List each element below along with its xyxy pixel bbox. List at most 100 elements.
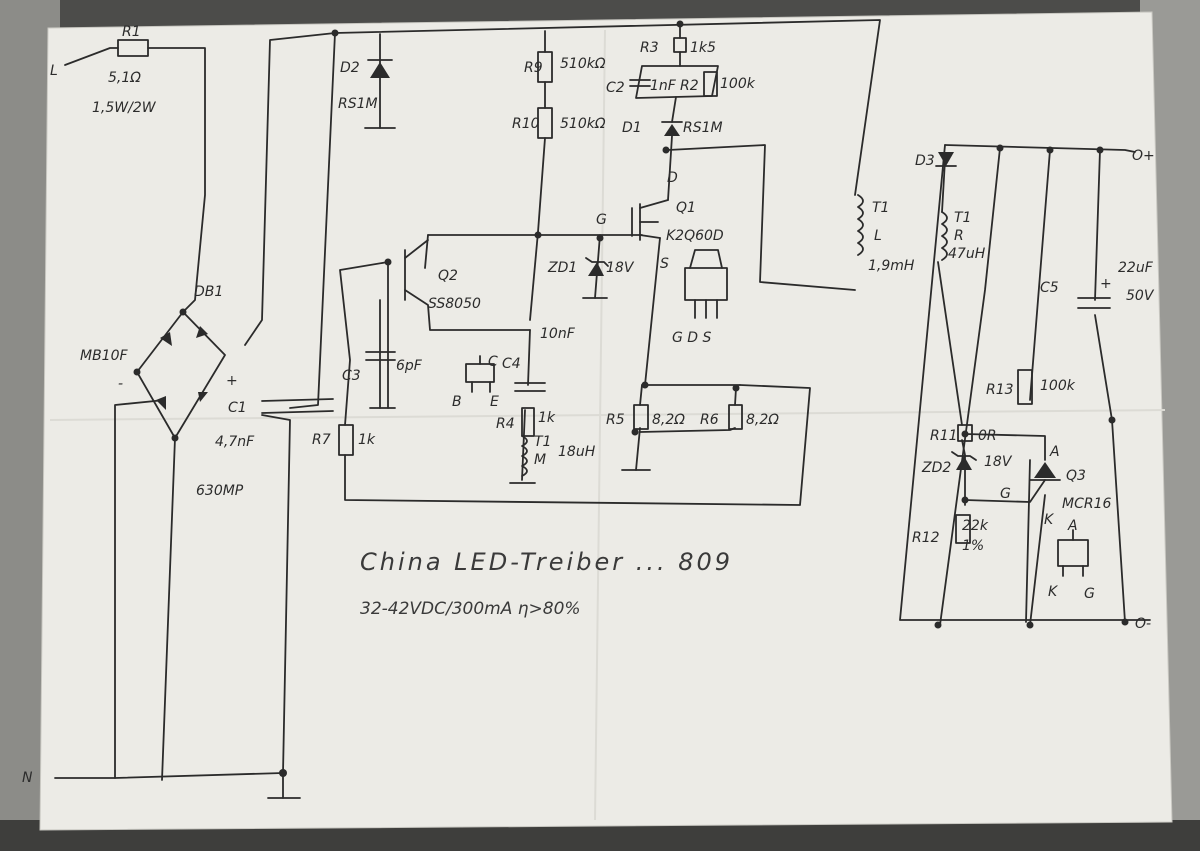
junction-dot	[384, 258, 392, 266]
zd1-value: 18V	[606, 260, 635, 276]
center-wiring	[339, 23, 856, 506]
r7-resistor	[338, 424, 354, 456]
q1-ref: Q1	[676, 200, 696, 216]
r1-resistor	[117, 39, 149, 57]
c2-value: 1nF	[650, 78, 677, 94]
q3-package-pin-a: A	[1067, 518, 1078, 534]
d3-diode	[935, 152, 957, 167]
diagram-specs: 32-42VDC/300mA η>80%	[360, 599, 581, 619]
r2-ref: R2	[680, 78, 699, 94]
r7-ref: R7	[312, 432, 331, 448]
r5-resistor	[633, 404, 649, 430]
c2-capacitor	[629, 79, 651, 87]
paper-fold	[49, 409, 1166, 421]
t1-m-inductor	[521, 435, 528, 477]
q3-thyristor	[1029, 462, 1061, 481]
junction-dot	[1121, 618, 1129, 626]
db1-plus: +	[226, 373, 238, 389]
junction-dot	[996, 144, 1004, 152]
terminal-l-label: L	[50, 63, 58, 79]
t1r-ref: T1	[954, 210, 971, 226]
c2-ref: C2	[606, 80, 625, 96]
q1-pinout: G D S	[672, 330, 712, 346]
r10-resistor	[537, 107, 553, 139]
r13-value: 100k	[1040, 378, 1076, 394]
q3-part: MCR16	[1062, 496, 1111, 512]
r12-ref: R12	[912, 530, 940, 546]
r12-tolerance: 1%	[962, 538, 984, 554]
zd2-zener	[951, 451, 977, 470]
q3-pin-a: A	[1049, 444, 1060, 460]
c1-capacitor	[261, 398, 334, 414]
junction-dot	[961, 430, 969, 438]
r5-ref: R5	[606, 412, 625, 428]
junction-dot	[641, 381, 649, 389]
q2-package	[465, 355, 495, 393]
q2-pin-b: B	[452, 394, 462, 410]
r11-resistor	[957, 424, 973, 442]
r3-value: 1k5	[690, 40, 716, 56]
r9-resistor	[537, 51, 553, 83]
r6-resistor	[728, 404, 743, 430]
q3-pin-g: G	[1000, 486, 1011, 502]
r11-ref: R11	[930, 428, 958, 444]
diagram-title: China LED-Treiber ... 809	[360, 548, 733, 576]
q1-pin-d: D	[667, 170, 678, 186]
c1-rating: 630MP	[196, 483, 244, 499]
junction-dot	[1046, 146, 1054, 154]
r1-value: 5,1Ω	[108, 70, 141, 86]
db1-part: MB10F	[80, 348, 128, 364]
junction-dot	[662, 146, 670, 154]
r3-ref: R3	[640, 40, 659, 56]
q3-pin-k: K	[1044, 512, 1055, 528]
junction-dot	[1096, 146, 1104, 154]
junction-dot	[596, 234, 604, 242]
d1-ref: D1	[622, 120, 642, 136]
r3-resistor	[673, 37, 687, 53]
q2-part: SS8050	[428, 296, 481, 312]
c5-value: 22uF	[1118, 260, 1154, 276]
junction-dot	[1026, 621, 1034, 629]
r11-value: 0R	[978, 428, 997, 444]
db1-ref: DB1	[194, 284, 223, 300]
q3-package-pin-k: K	[1048, 584, 1059, 600]
q1-part: K2Q60D	[666, 228, 724, 244]
q2-pin-c: C	[488, 354, 498, 370]
r1-rating: 1,5W/2W	[92, 100, 157, 116]
junction-dot	[934, 621, 942, 629]
junction-dot	[534, 231, 542, 239]
r10-value: 510kΩ	[560, 116, 606, 132]
d1-part: RS1M	[683, 120, 723, 136]
c5-plus: +	[1100, 276, 1112, 292]
r9-ref: R9	[524, 60, 543, 76]
c4-ref: C4	[502, 356, 521, 372]
r12-value: 22k	[962, 518, 989, 534]
terminal-out-minus-label: O-	[1135, 616, 1151, 632]
t1r-pin: R	[954, 228, 964, 244]
r6-value: 8,2Ω	[746, 412, 779, 428]
junction-dot	[961, 496, 969, 504]
d2-part: RS1M	[338, 96, 378, 112]
zd1-ref: ZD1	[547, 260, 577, 276]
terminal-n-label: N	[22, 770, 33, 786]
junction-dot	[331, 29, 339, 37]
c1-value: 4,7nF	[215, 434, 255, 450]
r6-ref: R6	[700, 412, 719, 428]
junction-dot	[676, 20, 684, 28]
input-wiring	[54, 19, 881, 799]
t1m-ref: T1	[534, 434, 551, 450]
terminal-out-plus-label: O+	[1132, 148, 1155, 164]
d3-ref: D3	[915, 153, 935, 169]
r7-value: 1k	[358, 432, 376, 448]
q2-pin-e: E	[490, 394, 499, 410]
junction-dot	[279, 769, 287, 777]
r9-value: 510kΩ	[560, 56, 606, 72]
t1m-value: 18uH	[558, 444, 596, 460]
r4-value: 1k	[538, 410, 556, 426]
c3-ref: C3	[342, 368, 361, 384]
c3-value: 6pF	[396, 358, 423, 374]
t1-r-inductor	[941, 211, 948, 261]
t1-l-inductor	[857, 194, 864, 256]
q3-package-pin-g: G	[1084, 586, 1095, 602]
